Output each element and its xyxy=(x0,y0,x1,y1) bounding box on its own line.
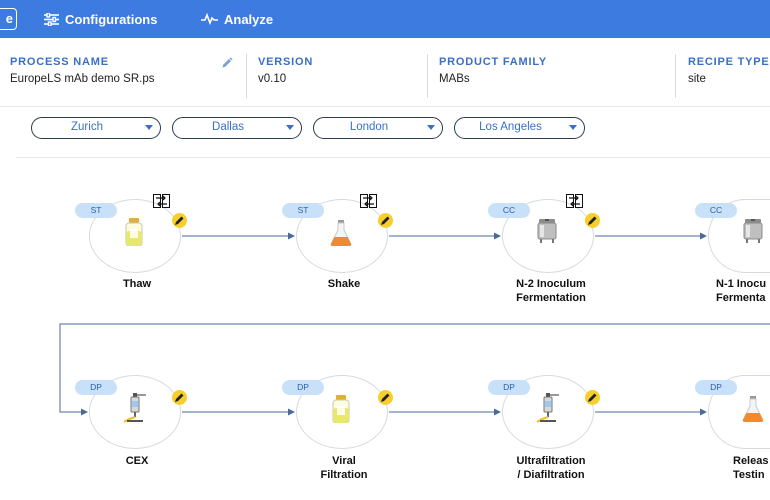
edit-step-button[interactable] xyxy=(172,213,187,228)
analyze-label: Analyze xyxy=(224,11,274,27)
field-divider xyxy=(246,54,247,98)
edit-step-button[interactable] xyxy=(585,213,600,228)
product-family-field: PRODUCT FAMILY MABs xyxy=(439,56,547,85)
swap-icon[interactable] xyxy=(360,194,377,208)
swap-icon[interactable] xyxy=(566,194,583,208)
step-label-line1: N-1 Inocu xyxy=(716,278,767,290)
step-type-badge: ST xyxy=(282,203,324,218)
vial-icon xyxy=(124,218,144,251)
step-type-badge: DP xyxy=(282,380,324,395)
product-family-label: PRODUCT FAMILY xyxy=(439,56,547,68)
step-label-ultrafiltration: Ultrafiltration / Diafiltration xyxy=(486,454,616,482)
edit-step-button[interactable] xyxy=(378,213,393,228)
bioreactor-icon xyxy=(536,219,558,248)
pencil-icon xyxy=(175,393,184,402)
caret-down-icon xyxy=(145,125,153,130)
pencil-icon xyxy=(381,216,390,225)
chromatography-icon xyxy=(122,393,148,428)
recipe-type-value: site xyxy=(688,73,706,85)
caret-down-icon xyxy=(427,125,435,130)
step-label-line1: Shake xyxy=(327,278,361,290)
edit-step-button[interactable] xyxy=(585,390,600,405)
bioreactor-icon xyxy=(742,219,764,248)
site-dropdown-value: Zurich xyxy=(71,121,103,133)
site-dropdown-value: London xyxy=(349,121,389,133)
connector-row-wrap xyxy=(59,323,770,416)
step-label-line2: / Diafiltration xyxy=(517,469,585,481)
section-divider xyxy=(16,157,770,158)
step-label-release-testing: Releas Testin xyxy=(733,454,770,482)
caret-down-icon xyxy=(569,125,577,130)
pencil-icon xyxy=(381,393,390,402)
site-dropdown-zurich[interactable]: Zurich xyxy=(31,117,161,139)
site-dropdown-value: Dallas xyxy=(212,121,244,133)
step-type-badge: ST xyxy=(75,203,117,218)
step-label-line2: Filtration xyxy=(320,469,368,481)
version-label: VERSION xyxy=(258,56,314,68)
step-label-line1: Thaw xyxy=(122,278,152,290)
configurations-button[interactable]: Configurations xyxy=(44,0,157,38)
step-label-thaw: Thaw xyxy=(72,277,202,291)
edit-step-button[interactable] xyxy=(378,390,393,405)
nav-button-partial[interactable]: e xyxy=(0,8,17,30)
step-type-badge: DP xyxy=(695,380,737,395)
site-dropdown-los-angeles[interactable]: Los Angeles xyxy=(454,117,585,139)
step-label-line1: CEX xyxy=(125,455,149,467)
step-label-line1: Ultrafiltration xyxy=(516,455,586,467)
vial-icon xyxy=(331,395,351,428)
recipe-type-label: RECIPE TYPE xyxy=(688,56,770,68)
product-family-value: MABs xyxy=(439,73,470,85)
analyze-button[interactable]: Analyze xyxy=(201,0,273,38)
site-dropdown-value: Los Angeles xyxy=(479,121,542,133)
step-label-line2: Fermenta xyxy=(716,292,766,304)
site-dropdown-dallas[interactable]: Dallas xyxy=(172,117,302,139)
step-label-line2: Testin xyxy=(733,469,765,481)
step-label-line2: Fermentation xyxy=(516,292,586,304)
step-label-cex: CEX xyxy=(72,454,202,468)
step-label-shake: Shake xyxy=(279,277,409,291)
configurations-label: Configurations xyxy=(65,11,158,27)
field-divider xyxy=(675,54,676,98)
step-label-line1: N-2 Inoculum xyxy=(516,278,586,290)
step-label-line1: Releas xyxy=(733,455,769,467)
flask-icon xyxy=(742,396,764,427)
step-type-badge: CC xyxy=(695,203,737,218)
edit-step-button[interactable] xyxy=(172,390,187,405)
process-name-field: PROCESS NAME EuropeLS mAb demo SR.ps xyxy=(10,56,154,85)
sliders-icon xyxy=(44,12,59,26)
analyze-pulse-icon xyxy=(201,13,218,25)
step-label-n2-inoculum: N-2 Inoculum Fermentation xyxy=(486,277,616,305)
caret-down-icon xyxy=(286,125,294,130)
step-type-badge: DP xyxy=(75,380,117,395)
step-label-n1-inoculum: N-1 Inocu Fermenta xyxy=(716,277,770,305)
top-navigation-bar: e Configurations Analyze xyxy=(0,0,770,38)
version-field: VERSION v0.10 xyxy=(258,56,313,85)
process-info-bar: PROCESS NAME EuropeLS mAb demo SR.ps VER… xyxy=(0,38,770,107)
chromatography-icon xyxy=(535,393,561,428)
pencil-icon xyxy=(588,393,597,402)
field-divider xyxy=(427,54,428,98)
swap-icon[interactable] xyxy=(153,194,170,208)
process-name-label: PROCESS NAME xyxy=(10,56,109,68)
flask-icon xyxy=(330,220,352,251)
step-type-badge: DP xyxy=(488,380,530,395)
edit-process-name-pencil-icon[interactable] xyxy=(221,56,233,74)
pencil-icon xyxy=(588,216,597,225)
pencil-icon xyxy=(175,216,184,225)
step-type-badge: CC xyxy=(488,203,530,218)
step-label-line1: Viral xyxy=(332,455,356,467)
site-dropdown-london[interactable]: London xyxy=(313,117,443,139)
recipe-type-field: RECIPE TYPE site xyxy=(688,56,770,85)
process-name-value: EuropeLS mAb demo SR.ps xyxy=(10,73,155,85)
step-label-viral-filtration: Viral Filtration xyxy=(279,454,409,482)
version-value: v0.10 xyxy=(258,73,287,85)
